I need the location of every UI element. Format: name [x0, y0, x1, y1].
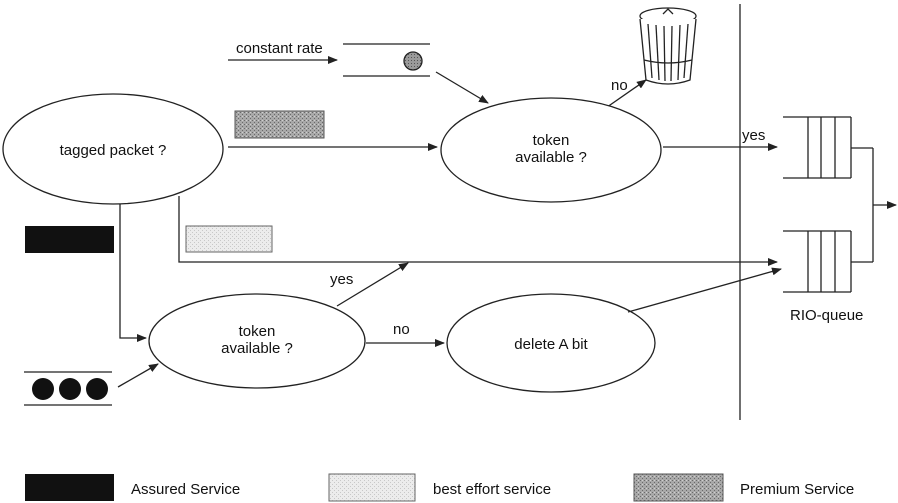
legend: Assured Service best effort service Prem… — [25, 473, 854, 502]
legend-best-effort-label: best effort service — [433, 481, 551, 498]
assured-token-icon — [32, 378, 54, 400]
legend-best-effort-swatch — [328, 473, 416, 502]
token-dot-icon — [403, 51, 423, 71]
legend-assured-label: Assured Service — [131, 481, 240, 498]
assured-yes-arrow — [336, 262, 409, 307]
assured-token-label-2: available ? — [221, 340, 293, 357]
assured-token-icon — [59, 378, 81, 400]
rio-queue-top — [783, 116, 852, 179]
assured-token-bucket — [24, 363, 159, 406]
legend-premium-label: Premium Service — [740, 481, 854, 498]
tagged-packet-label: tagged packet ? — [60, 142, 167, 159]
premium-no-label: no — [611, 77, 628, 94]
delete-a-bit-node — [446, 293, 656, 393]
trash-can-icon — [639, 7, 697, 85]
premium-token-node — [440, 97, 662, 203]
best-effort-path — [178, 196, 778, 266]
legend-premium-swatch — [633, 473, 724, 502]
premium-token-label-1: token — [533, 132, 570, 149]
assured-packet — [25, 226, 114, 253]
tagged-to-assured-arrow — [119, 204, 147, 342]
assured-token-label-1: token — [239, 323, 276, 340]
assured-yes-label: yes — [330, 271, 353, 288]
best-effort-packet — [185, 225, 273, 253]
assured-token-icon — [86, 378, 108, 400]
constant-rate-label: constant rate — [236, 40, 323, 57]
delete-to-queue-arrow — [627, 267, 782, 313]
tagged-packet-node — [2, 93, 224, 205]
assured-no-label: no — [393, 321, 410, 338]
premium-packet — [234, 110, 325, 139]
constant-rate-bucket: constant rate — [228, 40, 489, 104]
premium-token-label-2: available ? — [515, 149, 587, 166]
delete-a-bit-label: delete A bit — [514, 336, 588, 353]
legend-assured-swatch — [25, 474, 114, 501]
premium-yes-label: yes — [742, 127, 765, 144]
assured-token-node — [148, 293, 366, 389]
rio-queue-label: RIO-queue — [790, 307, 863, 324]
rio-queue-bottom — [783, 230, 852, 293]
